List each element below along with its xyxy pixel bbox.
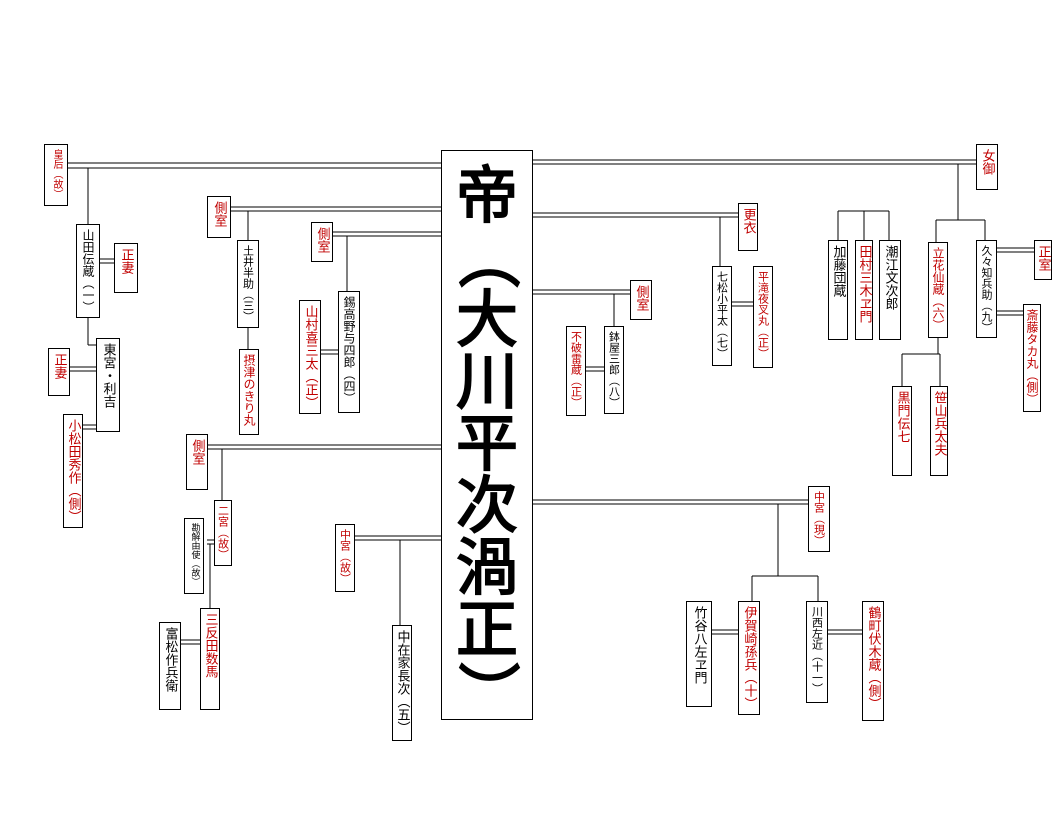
node-nanamatsu: 七松小平太（七） (712, 266, 732, 366)
node-seisai-2: 正妻 (48, 348, 70, 396)
node-sokushitsu-2: 側室 (311, 222, 333, 262)
node-sokushitsu-1: 側室 (207, 196, 231, 238)
node-saito: 斎藤タカ丸（側） (1023, 304, 1041, 412)
emperor-title-char: 渦 (456, 531, 519, 604)
emperor-box: 帝（大川平次渦正） (441, 150, 533, 724)
node-kawanishi: 川西左近（十一） (806, 601, 828, 703)
node-togu: 東宮・利吉 (96, 338, 120, 432)
node-yamamura: 山村喜三太（正） (299, 300, 321, 414)
node-ninomiya: 二宮（故） (214, 500, 232, 566)
node-nyogo: 女御 (976, 144, 998, 190)
node-takeya: 竹谷八左ヱ門 (686, 601, 712, 707)
node-chugu-1: 中宮（故） (335, 524, 355, 592)
emperor-title-char: 次 (456, 469, 519, 542)
emperor-title-char: （ (451, 226, 525, 290)
node-shioe: 潮江文次郎 (879, 240, 901, 340)
node-kuromon: 黒門伝七 (892, 386, 912, 476)
node-tachibana: 立花仙蔵（六） (928, 242, 948, 338)
node-tsurumachi: 鶴町伏木蔵（側） (862, 601, 884, 721)
node-kageyu: 勘解由使（故） (184, 518, 204, 594)
node-settsu: 摂津のきり丸 (239, 349, 259, 435)
node-chugu-2: 中宮（現） (808, 486, 830, 552)
node-komatsuda: 小松田秀作（側） (63, 414, 83, 528)
node-hachiya: 鉢屋三郎（八） (604, 326, 624, 414)
node-seishitsu: 正室 (1034, 240, 1052, 280)
node-fuwa: 不破雷蔵（正） (566, 326, 586, 416)
emperor-title-char: ） (451, 660, 525, 724)
node-yamada: 山田伝蔵（一） (76, 224, 100, 318)
node-sokushitsu-3: 側室 (630, 280, 652, 320)
node-seisai-1: 正妻 (114, 243, 138, 293)
node-igasaki: 伊賀崎孫兵（十） (738, 601, 760, 715)
node-doi: 土井半助（三） (237, 240, 259, 328)
node-sanhanda: 三反田数馬 (200, 608, 220, 710)
node-koi: 更衣 (738, 203, 758, 251)
node-kogo: 皇后（故） (44, 144, 68, 206)
emperor-title-char: 大 (456, 283, 519, 356)
emperor-title-char: 川 (456, 345, 519, 418)
node-sasayama: 笹山兵太夫 (930, 386, 948, 476)
emperor-title-char: 平 (456, 407, 519, 480)
node-kukuchi: 久々知兵助（九） (976, 240, 997, 338)
node-tomimatsu: 富松作兵衛 (159, 622, 181, 710)
emperor-title-char: 帝 (456, 159, 519, 232)
emperor-title-char: 正 (456, 593, 519, 666)
node-sokushitsu-4: 側室 (186, 434, 208, 490)
node-hirataki: 平滝夜叉丸（正） (753, 266, 773, 368)
node-tamura: 田村三木ヱ門 (855, 240, 873, 340)
node-takano: 錫高野与四郎（四） (338, 291, 360, 413)
node-nakazai: 中在家長次（五） (392, 625, 412, 741)
emperor-title: 帝（大川平次渦正） (451, 159, 525, 724)
node-kato: 加藤団蔵 (828, 240, 848, 340)
